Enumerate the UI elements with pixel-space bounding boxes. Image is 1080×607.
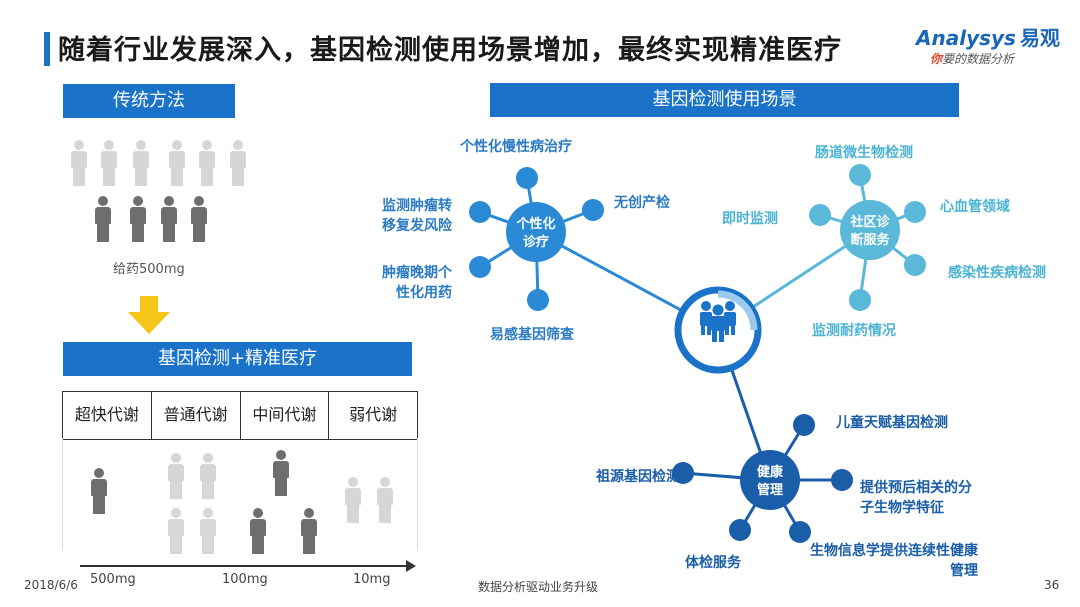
health-node-1 <box>793 414 815 436</box>
person-icon <box>158 196 180 242</box>
metabolism-type-ultrafast: 超快代谢 <box>63 392 152 439</box>
dose-axis <box>80 565 410 567</box>
community-item-poct: 即时监测 <box>722 211 778 227</box>
health-item-child-talent: 儿童天赋基因检测 <box>836 415 948 431</box>
scenario-header: 基因检测使用场景 <box>490 83 959 117</box>
metabolism-type-intermediate: 中间代谢 <box>241 392 330 439</box>
page-title: 随着行业发展深入，基因检测使用场景增加，最终实现精准医疗 <box>58 35 842 66</box>
health-node-3 <box>831 469 853 491</box>
community-item-infection: 感染性疾病检测 <box>948 265 1046 281</box>
community-node-1 <box>849 164 871 186</box>
title-accent-bar <box>44 32 50 66</box>
hub-community <box>840 200 900 260</box>
person-icon <box>196 140 218 186</box>
health-node-5 <box>789 521 811 543</box>
hub-health-label-line1: 健康 <box>757 464 784 480</box>
person-icon <box>165 508 187 554</box>
person-icon <box>197 508 219 554</box>
personal-item-chronic: 个性化慢性病治疗 <box>460 139 572 155</box>
person-icon <box>88 468 110 514</box>
person-icon <box>165 453 187 499</box>
dose-note: 给药500mg <box>113 262 185 277</box>
person-icon <box>270 450 292 496</box>
axis-tick-100mg: 100mg <box>222 572 268 587</box>
person-icon <box>92 196 114 242</box>
person-icon <box>227 140 249 186</box>
personal-item-susceptibility: 易感基因筛查 <box>490 327 574 343</box>
community-item-cardiovascular: 心血管领域 <box>940 199 1010 215</box>
personal-item-prenatal: 无创产检 <box>614 195 670 211</box>
people-group-icon <box>700 301 736 342</box>
personal-node-5 <box>527 289 549 311</box>
footer-slogan: 数据分析驱动业务升级 <box>478 580 599 594</box>
dose-axis-arrowhead <box>406 560 416 572</box>
footer-date: 2018/6/6 <box>24 578 78 592</box>
metabolism-people-area <box>62 438 418 550</box>
personal-node-3 <box>469 201 491 223</box>
person-icon <box>98 140 120 186</box>
health-item-ancestry: 祖源基因检测 <box>596 469 680 485</box>
community-item-drug-resistance: 监测耐药情况 <box>812 323 896 339</box>
person-icon <box>188 196 210 242</box>
person-icon <box>342 477 364 523</box>
footer-page-number: 36 <box>1044 578 1060 592</box>
traditional-method-header: 传统方法 <box>63 84 235 118</box>
person-icon <box>298 508 320 554</box>
person-icon <box>130 140 152 186</box>
person-icon <box>247 508 269 554</box>
person-icon <box>127 196 149 242</box>
hub-community-label-line1: 社区诊 <box>849 214 890 230</box>
personal-node-2 <box>582 199 604 221</box>
community-node-2 <box>809 204 831 226</box>
precision-medicine-header: 基因检测+精准医疗 <box>63 342 412 376</box>
scenario-network-diagram: 个性化 诊疗 社区诊 断服务 健康 管理 <box>469 164 926 543</box>
logo-tagline: 你要的数据分析 <box>930 52 1015 66</box>
hub-personal-label-line1: 个性化 <box>515 216 555 232</box>
person-icon <box>374 477 396 523</box>
personal-node-1 <box>516 167 538 189</box>
personal-node-4 <box>469 256 491 278</box>
hub-personal <box>506 202 566 262</box>
community-node-5 <box>849 289 871 311</box>
health-item-prognosis: 提供预后相关的分子生物学特征 <box>860 480 972 516</box>
community-item-gut-microbe: 肠道微生物检测 <box>815 145 913 161</box>
person-icon <box>166 140 188 186</box>
hub-personal-label-line2: 诊疗 <box>523 234 549 250</box>
health-node-4 <box>729 519 751 541</box>
metabolism-type-normal: 普通代谢 <box>152 392 241 439</box>
personal-item-late-stage-drug: 肿瘤晚期个性化用药 <box>382 265 452 301</box>
health-item-bioinformatics: 生物信息学提供连续性健康管理 <box>810 543 978 579</box>
health-node-2 <box>672 462 694 484</box>
axis-tick-500mg: 500mg <box>90 572 136 587</box>
axis-tick-10mg: 10mg <box>353 572 391 587</box>
community-node-3 <box>904 201 926 223</box>
metabolism-type-weak: 弱代谢 <box>349 405 398 424</box>
hub-health-label-line2: 管理 <box>757 482 783 498</box>
personal-item-tumor-recurrence: 监测肿瘤转移复发风险 <box>382 198 452 234</box>
down-arrow-icon <box>128 296 170 334</box>
health-item-physical-exam: 体检服务 <box>685 555 741 571</box>
community-node-4 <box>904 254 926 276</box>
hub-community-label-line2: 断服务 <box>850 232 890 248</box>
person-icon <box>197 453 219 499</box>
metabolism-type-table: 超快代谢 普通代谢 中间代谢 弱代谢 <box>62 391 418 440</box>
person-icon <box>68 140 90 186</box>
hub-health <box>740 450 800 510</box>
